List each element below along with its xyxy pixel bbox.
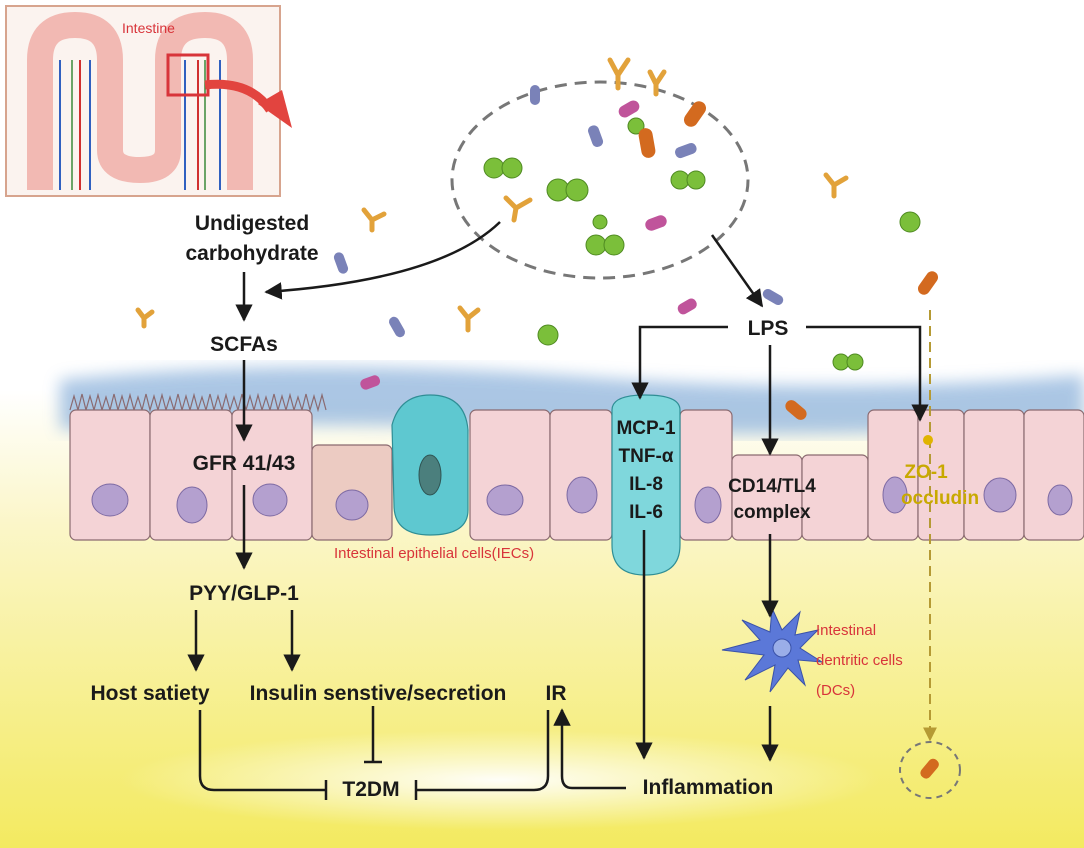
label-tnfa: TNF-α: [618, 446, 674, 467]
label-insulin: Insulin senstive/secretion: [249, 682, 507, 705]
mucus-layer: [60, 366, 1084, 434]
label-carbohydrate: carbohydrate: [185, 242, 319, 265]
label-il6: IL-6: [629, 502, 663, 523]
label-cd14: CD14/TL4: [728, 476, 816, 497]
label-t2dm: T2DM: [342, 778, 400, 801]
bacteria-green: [483, 117, 921, 371]
label-dc-2: dentritic cells: [816, 652, 903, 669]
label-iecs: Intestinal epithelial cells(IECs): [334, 545, 535, 562]
trapped-bacterium-circle: [899, 741, 961, 799]
label-pyy-glp1: PYY/GLP-1: [189, 582, 299, 605]
label-host-satiety: Host satiety: [90, 682, 210, 705]
label-undigested: Undigested: [194, 212, 310, 235]
label-scfas: SCFAs: [210, 333, 278, 356]
label-gfr: GFR 41/43: [192, 452, 296, 475]
label-occludin: occludin: [900, 488, 980, 509]
epithelium: [69, 392, 1084, 576]
microbiota-cluster: [450, 80, 750, 280]
bacteria-y: [135, 57, 849, 333]
pathway-arrows: [187, 221, 929, 800]
label-complex: complex: [733, 502, 811, 523]
label-inflammation: Inflammation: [642, 776, 774, 799]
label-il8: IL-8: [629, 474, 663, 495]
label-mcp1: MCP-1: [616, 418, 676, 439]
zoom-box: [166, 53, 210, 97]
label-dc-1: Intestinal: [816, 622, 877, 639]
inset-title: Intestine: [122, 20, 175, 36]
nuclei: [91, 454, 1073, 524]
label-lps: LPS: [747, 317, 789, 340]
label-dc-3: (DCs): [816, 682, 856, 699]
bacteria-rods: [333, 85, 939, 779]
dendritic-cell: [721, 606, 823, 693]
bottom-glow: [120, 730, 880, 830]
cytokine-cell: [611, 394, 681, 576]
label-ir: IR: [545, 682, 567, 705]
label-zo1: ZO-1: [904, 462, 948, 483]
